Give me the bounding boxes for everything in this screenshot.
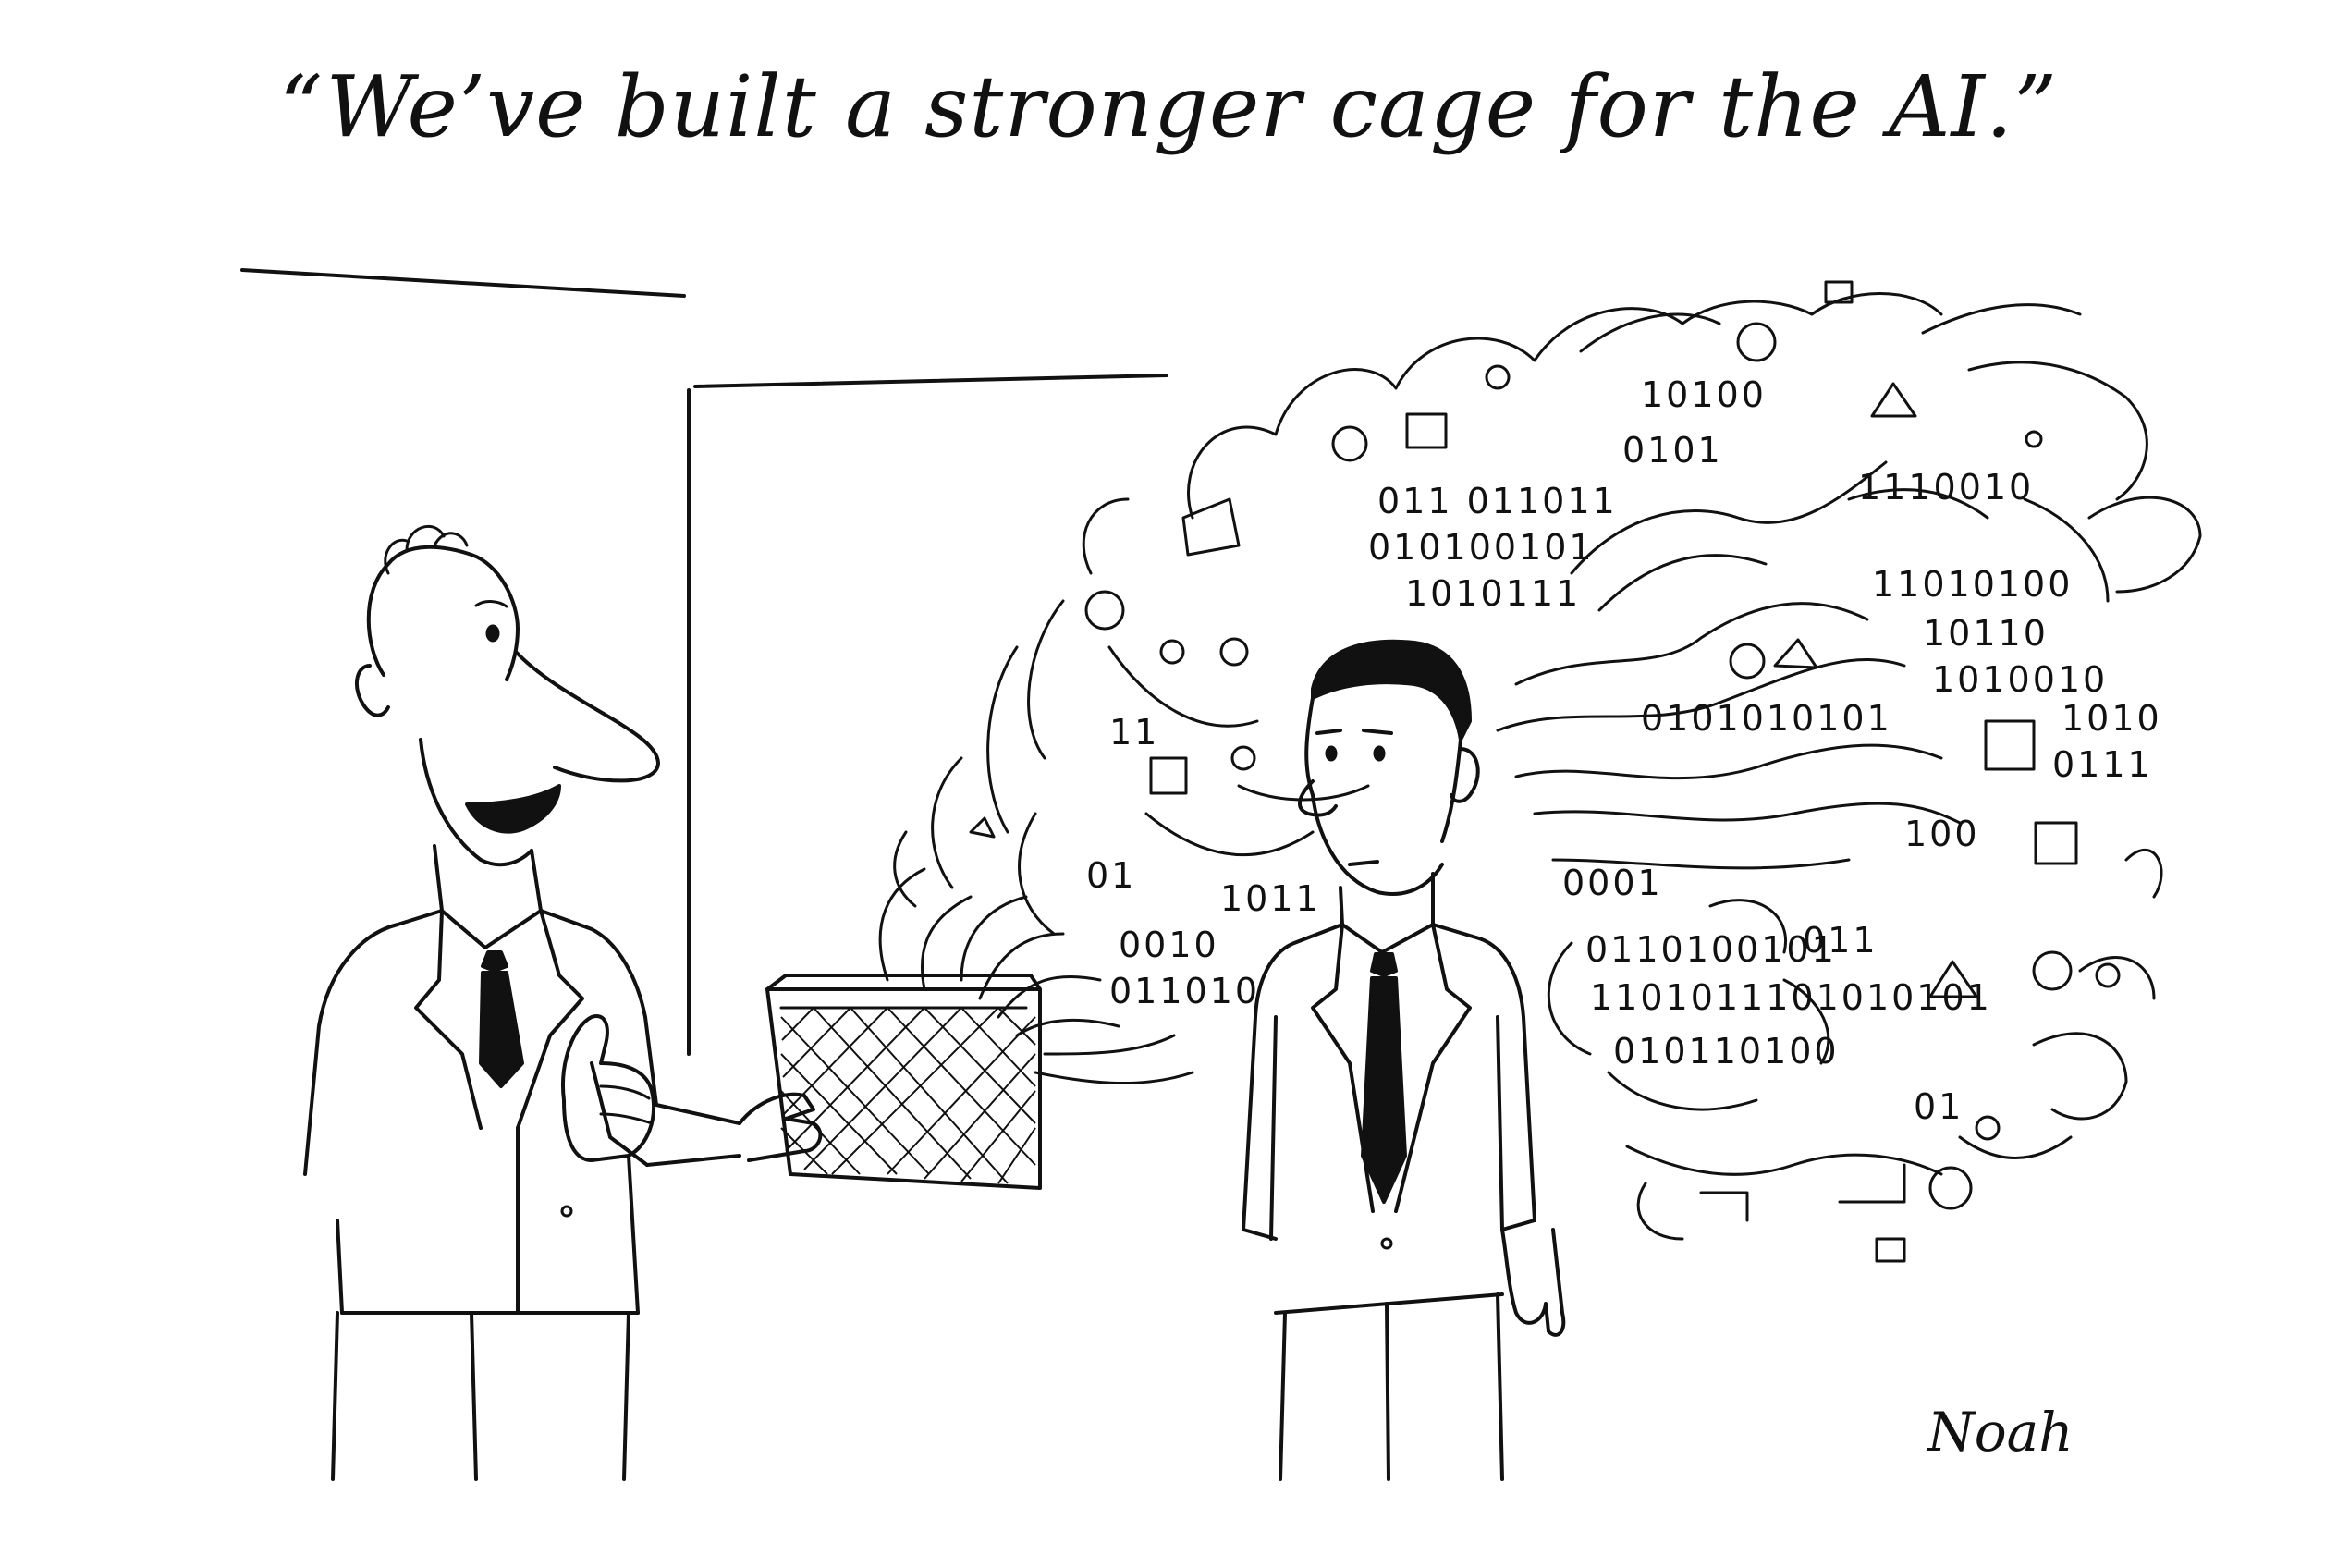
wire-cage — [765, 974, 1042, 1190]
worried-man — [1242, 639, 1566, 1481]
svg-text:01: 01 — [1914, 1086, 1964, 1127]
svg-text:0010: 0010 — [1119, 925, 1219, 965]
svg-text:100: 100 — [1904, 814, 1980, 854]
artist-signature: Noah — [1927, 1401, 2074, 1464]
svg-text:011010: 011010 — [1109, 971, 1260, 1011]
svg-text:11: 11 — [1109, 712, 1159, 753]
svg-text:0101: 0101 — [1622, 430, 1723, 471]
svg-text:0101010101: 0101010101 — [1641, 698, 1892, 739]
svg-text:1010: 1010 — [2062, 698, 2162, 739]
svg-text:010110100: 010110100 — [1613, 1031, 1840, 1072]
room-walls — [240, 268, 1168, 1056]
svg-text:1010010: 1010010 — [1932, 659, 2108, 700]
svg-text:11010100: 11010100 — [1872, 564, 2073, 605]
svg-text:10100: 10100 — [1641, 374, 1767, 415]
svg-text:1110010: 1110010 — [1858, 467, 2034, 508]
svg-text:1011: 1011 — [1220, 878, 1321, 919]
svg-text:1010111: 1010111 — [1405, 573, 1581, 614]
svg-text:0110100101: 0110100101 — [1585, 929, 1837, 970]
smiling-man — [303, 524, 823, 1481]
svg-text:011 011011: 011 011011 — [1377, 481, 1618, 521]
svg-text:10110: 10110 — [1923, 613, 2049, 654]
data-cloud — [878, 292, 2202, 1241]
cartoon-caption: “We’ve built a stronger cage for the AI.… — [278, 57, 2059, 156]
svg-text:011: 011 — [1803, 920, 1878, 961]
svg-text:0001: 0001 — [1562, 863, 1663, 903]
svg-text:01: 01 — [1086, 855, 1136, 896]
data-shapes — [969, 280, 2121, 1263]
svg-text:0111: 0111 — [2052, 744, 2153, 785]
svg-text:1101011101010101: 1101011101010101 — [1590, 977, 1992, 1018]
svg-text:010100101: 010100101 — [1368, 527, 1595, 568]
binary-digits: 10100 0101 011 011011 1110010 010100101 … — [1086, 374, 2162, 1127]
